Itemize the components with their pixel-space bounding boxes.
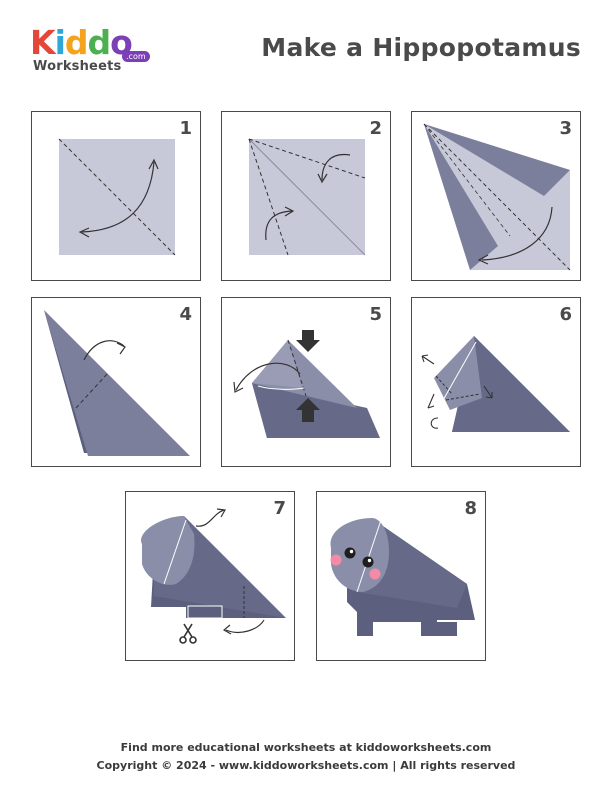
scissors-icon <box>179 623 197 644</box>
step-number: 5 <box>369 304 382 325</box>
logo-letter: d <box>87 23 112 62</box>
logo-wordmark: Kiddo <box>30 23 133 62</box>
logo-letter: K <box>30 23 56 62</box>
kiddo-logo: Kiddo Worksheets .com <box>30 26 160 76</box>
step-2-diagram <box>248 138 366 256</box>
logo-letter: d <box>64 23 89 62</box>
step-7-diagram <box>141 508 286 644</box>
page-title: Make a Hippopotamus <box>261 33 581 62</box>
step-1-diagram <box>58 138 176 256</box>
step-3-panel: 3 <box>411 111 581 281</box>
step-4-panel: 4 <box>31 297 201 467</box>
step-number: 3 <box>559 118 572 139</box>
step-number: 7 <box>273 498 286 519</box>
footer-line-1: Find more educational worksheets at kidd… <box>120 741 492 754</box>
step-3-diagram <box>423 123 571 271</box>
step-number: 4 <box>179 304 192 325</box>
step-number: 2 <box>369 118 382 139</box>
step-8-hippo <box>330 518 475 636</box>
step-7-panel: 7 <box>125 491 295 661</box>
step-5-diagram <box>233 330 380 438</box>
footer-copyright: Copyright © 2024 - www.kiddoworksheets.c… <box>96 759 516 772</box>
step-1-panel: 1 <box>31 111 201 281</box>
step-6-panel: 6 <box>411 297 581 467</box>
logo-subtitle: Worksheets <box>33 59 122 74</box>
step-2-panel: 2 <box>221 111 391 281</box>
step-5-panel: 5 <box>221 297 391 467</box>
step-number: 1 <box>179 118 192 139</box>
logo-com-badge: .com <box>122 51 150 62</box>
step-number: 6 <box>559 304 572 325</box>
step-6-diagram <box>421 336 570 432</box>
step-number: 8 <box>464 498 477 519</box>
step-4-diagram <box>44 310 190 456</box>
logo-letter: i <box>54 23 66 62</box>
step-8-panel: 8 <box>316 491 486 661</box>
